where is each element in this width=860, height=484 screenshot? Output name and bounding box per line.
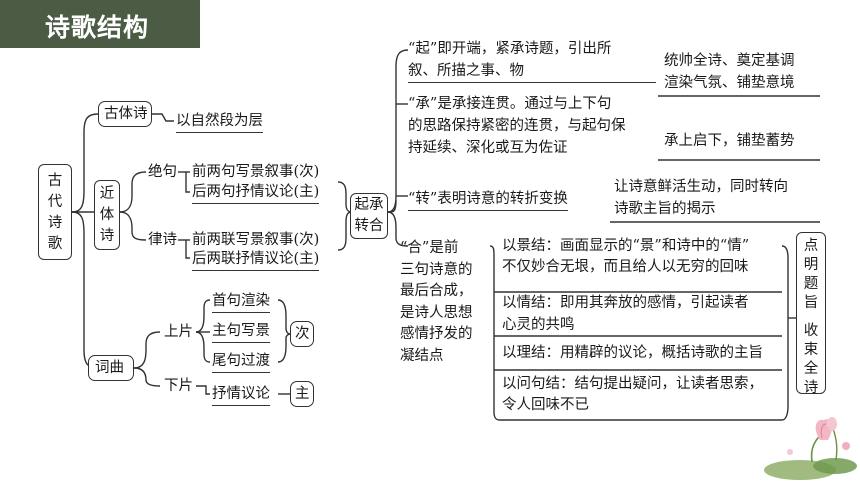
qiche-line: 转合 [354,218,384,234]
cheng-text: “承”是承接连贯。通过与上下句 的思路保持紧密的连贯，与起句保 持延续、深化或互… [408,93,626,159]
root-char: 歌 [47,236,63,252]
jintishi-char: 近 [99,186,115,202]
qi-effect: 统帅全诗、奠定基调 渲染气氛、铺垫意境 [664,50,795,94]
shangpian-item: 尾句过渡 [212,350,270,373]
he-line: 感情抒发的 [400,326,473,342]
zhuan-effect: 让诗意鲜活生动，同时转向 诗歌主旨的揭示 [614,176,788,220]
lotus-icon [764,417,857,480]
qiche-line: 起承 [354,197,384,213]
ciqu-node [88,355,134,381]
he-method-qingjie: 以情结：即用其奔放的感情，引起读者 心灵的共鸣 [502,292,749,336]
cheng-effect-line: 承上启下，铺垫蓄势 [664,133,795,149]
summary-char: 束 [803,342,819,358]
he-method-line: 心灵的共鸣 [502,317,575,333]
qi-line: 叙、所描之事、物 [408,60,656,83]
lvshi-line-2: 后两联抒情议论(主) [192,248,320,271]
qi-text: “起”即开端，紧承诗题，引出所 叙、所描之事、物 [408,38,656,83]
he-method-line: 令人回味不已 [502,397,589,413]
cheng-line: 的思路保持紧密的连贯，与起句保 [408,118,626,134]
he-line: 是诗人思想 [400,304,473,321]
gutishi-desc: 以自然段为层 [176,110,263,133]
shangpian-label: 上片 [164,324,193,340]
he-method-line: 以情结：即用其奔放的感情，引起读者 [502,295,749,311]
zhu-tag-box [290,381,314,407]
ciqu-label: 词曲 [95,360,124,376]
jintishi-node: 近 体 诗 [94,180,120,250]
qichengzhuanhe-node: 起承 转合 [350,193,388,239]
he-method-line: 以景结：画面显示的“景”和诗中的“情” [502,238,750,254]
he-line: 三句诗意的 [400,261,473,278]
ci-tag: 次 [295,326,310,342]
summary-char: 题 [803,276,819,292]
he-method-line: 不仅妙合无垠，而且给人以无穷的回味 [502,259,749,275]
gutishi-label: 古体诗 [104,106,148,122]
he-method-wenjujie: 以问句结：结句提出疑问，让读者思索， 令人回味不已 [502,374,763,416]
zhuan-effect-line: 诗歌主旨的揭示 [614,201,716,217]
title-banner: 诗歌结构 [0,0,200,48]
cheng-effect: 承上启下，铺垫蓄势 [664,130,795,152]
summary-char: 旨 [803,295,819,311]
zhuan-effect-line: 让诗意鲜活生动，同时转向 [614,179,788,195]
zhuan-text: “转”表明诗意的转折变换 [408,188,568,211]
jintishi-char: 体 [99,207,115,223]
gutishi-node [98,101,152,127]
zhu-tag: 主 [295,386,310,402]
jueju-line-1: 前两句写景叙事(次) [192,164,320,180]
root-char: 诗 [47,215,63,231]
zhuan-line: “转”表明诗意的转折变换 [408,188,568,211]
shangpian-item: 主句写景 [212,320,270,343]
he-text: “合”是前 三句诗意的 最后合成， 是诗人思想 感情抒发的 凝结点 [400,238,473,367]
page-title: 诗歌结构 [45,13,150,42]
he-line: 凝结点 [400,347,444,364]
jueju-label: 绝句 [148,164,177,180]
shangpian-item: 首句渲染 [212,290,270,313]
lvshi-line-1: 前两联写景叙事(次) [192,232,320,248]
he-method-jingjie: 以景结：画面显示的“景”和诗中的“情” 不仅妙合无垠，而且给人以无穷的回味 [502,236,749,278]
root-char: 古 [47,173,63,189]
cheng-line: 持延续、深化或互为佐证 [408,140,568,156]
he-method-line: 以理结：用精辟的议论，概括诗歌的主旨 [502,345,763,361]
xiapian-label: 下片 [164,378,193,394]
summary-char: 点 [803,238,819,254]
he-summary-box: 点 明 题 旨 收 束 全 诗 [796,232,826,396]
he-method-line: 以问句结：结句提出疑问，让读者思索， [502,376,763,392]
lvshi-label: 律诗 [148,232,177,248]
jintishi-char: 诗 [99,228,115,244]
summary-char: 全 [803,361,819,377]
he-method-lijie: 以理结：用精辟的议论，概括诗歌的主旨 [502,342,763,364]
jueju-line-2: 后两句抒情议论(主) [192,181,320,204]
summary-char: 收 [803,323,819,339]
root-char: 代 [47,194,63,210]
qi-effect-line: 统帅全诗、奠定基调 [664,53,795,69]
qi-line: “起”即开端，紧承诗题，引出所 [408,41,612,57]
qi-effect-line: 渲染气氛、铺垫意境 [664,75,795,91]
ci-tag-box [290,321,314,347]
xiapian-item: 抒情议论 [212,383,270,406]
he-line: “合”是前 [400,240,459,256]
summary-char: 明 [803,257,819,273]
summary-char: 诗 [803,380,819,396]
root-node: 古 代 诗 歌 [38,164,72,260]
he-line: 最后合成， [400,283,473,299]
cheng-line: “承”是承接连贯。通过与上下句 [408,96,612,112]
